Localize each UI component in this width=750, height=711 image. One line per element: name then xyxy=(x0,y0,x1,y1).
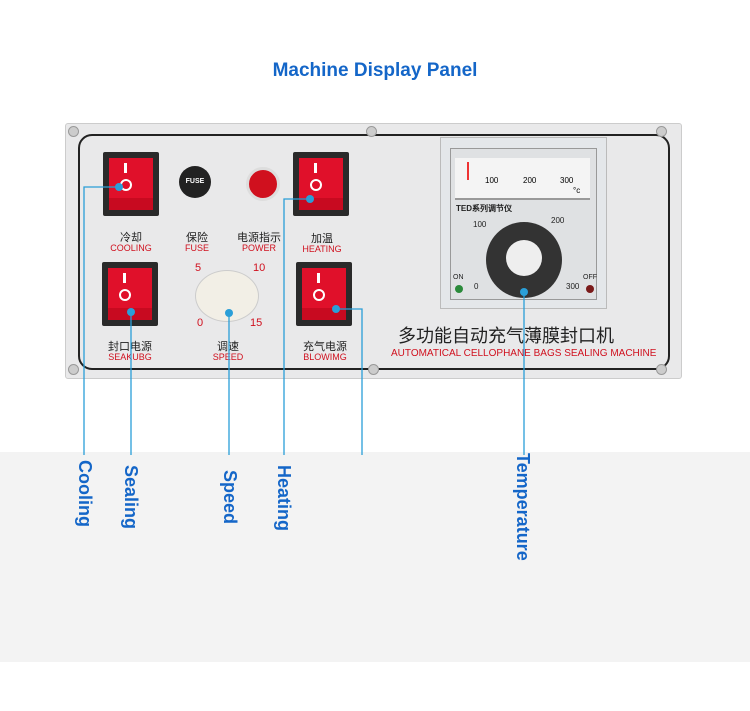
off-label: OFF xyxy=(583,274,597,281)
callout-cooling: Cooling xyxy=(75,460,95,527)
dial-tick: 300 xyxy=(566,282,580,291)
dial-tick: 0 xyxy=(474,282,479,291)
power-label-cn: 电源指示 xyxy=(237,232,281,244)
blowing-label-cn: 充气电源 xyxy=(303,341,347,353)
heating-label-cn: 加温 xyxy=(311,233,333,245)
on-indicator xyxy=(455,285,463,293)
blowing-label-en: BLOWIMG xyxy=(303,352,347,362)
meter-scale: 100 200 300 °c xyxy=(455,158,590,200)
screw-icon xyxy=(368,364,379,375)
speed-tick: 10 xyxy=(253,262,266,274)
on-label: ON xyxy=(453,274,464,281)
machine-name-cn: 多功能自动充气薄膜封口机 xyxy=(398,326,614,346)
screw-icon xyxy=(366,126,377,137)
screw-icon xyxy=(656,126,667,137)
speed-tick: 15 xyxy=(250,317,263,329)
temperature-knob-center[interactable] xyxy=(506,240,542,276)
meter-needle xyxy=(467,162,469,180)
fuse-label-cn: 保险 xyxy=(186,232,208,244)
fuse-label-en: FUSE xyxy=(184,243,209,253)
cooling-switch[interactable] xyxy=(103,152,159,216)
screw-icon xyxy=(68,126,79,137)
dial-tick: 100 xyxy=(473,220,487,229)
meter-brand: TED系列调节仪 xyxy=(456,204,512,213)
dial-tick: 200 xyxy=(551,216,565,225)
cooling-label-en: COOLING xyxy=(110,243,152,253)
off-indicator xyxy=(586,285,594,293)
scale-tick: 100 xyxy=(485,176,499,185)
scale-unit: °c xyxy=(573,186,581,195)
callout-temperature: Temperature xyxy=(513,453,533,561)
callout-heating: Heating xyxy=(274,465,294,532)
cooling-label-cn: 冷却 xyxy=(120,232,142,244)
power-indicator-light xyxy=(246,167,280,201)
screw-icon xyxy=(656,364,667,375)
fuse-holder[interactable]: FUSE xyxy=(179,166,211,198)
speed-label-cn: 调速 xyxy=(217,341,239,353)
speed-tick: 0 xyxy=(197,317,204,329)
sealing-label-cn: 封口电源 xyxy=(108,341,152,353)
background-band xyxy=(0,452,750,662)
page-title: Machine Display Panel xyxy=(272,60,478,81)
speed-tick: 5 xyxy=(195,262,202,274)
callout-speed: Speed xyxy=(220,470,240,525)
scale-tick: 200 xyxy=(523,176,537,185)
screw-icon xyxy=(68,364,79,375)
speed-label-en: SPEED xyxy=(212,352,244,362)
heating-switch[interactable] xyxy=(293,152,349,216)
heating-label-en: HEATING xyxy=(302,244,342,254)
scale-tick: 300 xyxy=(560,176,574,185)
callout-sealing: Sealing xyxy=(121,465,141,530)
sealing-label-en: SEAKUBG xyxy=(108,352,152,362)
power-label-en: POWER xyxy=(241,243,276,253)
